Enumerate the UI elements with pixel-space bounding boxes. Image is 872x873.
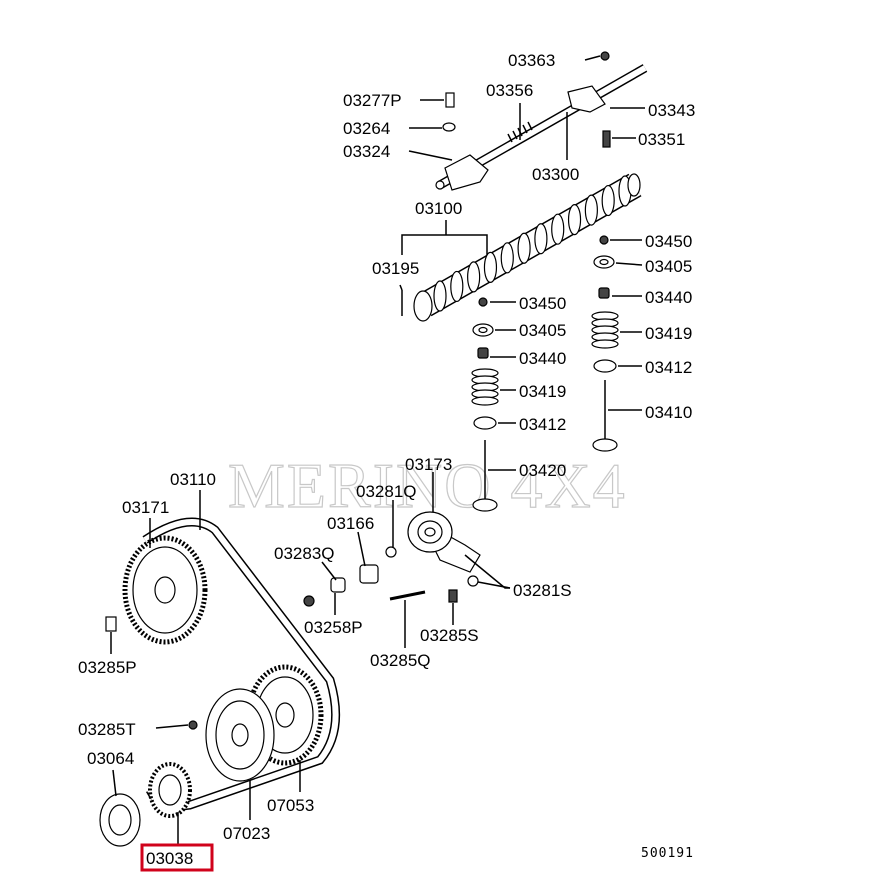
valve-spring-right xyxy=(591,311,619,349)
label-03285Q: 03285Q xyxy=(370,651,431,670)
label-03264: 03264 xyxy=(343,119,390,138)
label-03351: 03351 xyxy=(638,130,685,149)
label-03277P: 03277P xyxy=(343,91,402,110)
label-03440-center: 03440 xyxy=(519,349,566,368)
label-03166: 03166 xyxy=(327,514,374,533)
part-03363-nut xyxy=(600,51,610,61)
label-03363: 03363 xyxy=(508,51,555,70)
camshaft xyxy=(413,173,642,322)
valve-stack-center xyxy=(471,297,499,512)
label-03420: 03420 xyxy=(519,461,566,480)
highlight-box-03038 xyxy=(140,843,214,872)
label-03281S: 03281S xyxy=(513,581,572,600)
cam-lobe xyxy=(517,232,531,264)
label-03405-center: 03405 xyxy=(519,321,566,340)
cam-lobe xyxy=(450,270,464,303)
rocker-shaft-assembly xyxy=(435,51,648,191)
part-03285P-bolt xyxy=(105,616,117,632)
label-03450-center: 03450 xyxy=(519,294,566,313)
label-03100: 03100 xyxy=(415,199,462,218)
label-03281Q: 03281Q xyxy=(356,482,417,501)
label-03440-right: 03440 xyxy=(645,288,692,307)
label-03324: 03324 xyxy=(343,142,390,161)
rocker-arm-front xyxy=(444,154,489,191)
cam-lobe xyxy=(551,213,565,245)
label-03173: 03173 xyxy=(405,455,452,474)
flange-07023 xyxy=(205,688,275,782)
label-03412-right: 03412 xyxy=(645,358,692,377)
valve-stack-right xyxy=(591,235,619,452)
label-07023: 07023 xyxy=(223,824,270,843)
part-03351-screw xyxy=(602,130,611,148)
label-03356: 03356 xyxy=(486,81,533,100)
label-03412-center: 03412 xyxy=(519,415,566,434)
label-03038: 03038 xyxy=(146,849,193,868)
part-labels: 03363 03277P 03356 03343 03264 03351 033… xyxy=(78,51,695,872)
cam-lobe xyxy=(584,194,598,226)
cam-lobe xyxy=(433,280,447,312)
label-03285T: 03285T xyxy=(78,720,136,739)
rocker-arm-rear xyxy=(567,85,606,113)
label-07053: 07053 xyxy=(267,796,314,815)
label-03258P: 03258P xyxy=(304,618,363,637)
part-03285T-bolt xyxy=(188,720,198,730)
label-03195: 03195 xyxy=(372,259,419,278)
rocker-spring xyxy=(507,121,533,143)
leader-lines xyxy=(110,55,645,845)
label-03171: 03171 xyxy=(122,498,169,517)
cam-lobe xyxy=(483,251,498,283)
label-03419-right: 03419 xyxy=(645,324,692,343)
label-03300: 03300 xyxy=(532,165,579,184)
cam-lobe xyxy=(534,223,548,255)
cam-lobe xyxy=(467,261,481,293)
part-03264-washer xyxy=(442,122,456,132)
label-03450-right: 03450 xyxy=(645,232,692,251)
timing-belt-tensioner xyxy=(303,511,481,607)
watermark: MERINO 4X4 xyxy=(228,450,627,521)
label-03064: 03064 xyxy=(87,749,134,768)
label-03343: 03343 xyxy=(648,101,695,120)
label-03285S: 03285S xyxy=(420,626,479,645)
camshaft-sprocket xyxy=(122,535,208,645)
diagram-code: 500191 xyxy=(641,846,694,861)
cam-lobe xyxy=(567,204,582,236)
label-03285P: 03285P xyxy=(78,658,137,677)
label-03405-right: 03405 xyxy=(645,257,692,276)
cam-lobe xyxy=(500,242,514,274)
timing-belt-system xyxy=(99,517,341,847)
label-03419-center: 03419 xyxy=(519,382,566,401)
plate-03064 xyxy=(99,793,141,847)
label-03110: 03110 xyxy=(170,470,216,489)
cam-lobe xyxy=(601,184,615,217)
label-03283Q: 03283Q xyxy=(274,544,335,563)
crank-sprocket-03038 xyxy=(148,762,192,818)
part-03277P-bolt xyxy=(445,92,455,108)
valve-spring-center xyxy=(471,368,499,406)
label-03410: 03410 xyxy=(645,403,692,422)
